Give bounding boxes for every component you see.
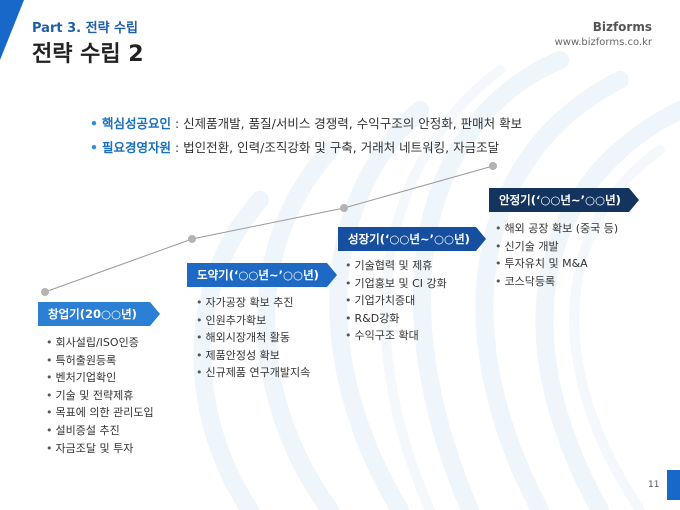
timeline-dot [188, 235, 196, 243]
corner-accent-triangle [0, 0, 24, 60]
key-point-item: • 필요경영자원 : 법인전환, 인력/조직강화 및 구축, 거래처 네트워킹,… [90, 137, 522, 156]
stage-item: 해외 공장 확보 (중국 등) [495, 220, 619, 238]
stage-item: 수익구조 확대 [345, 327, 447, 345]
stage-item: 특허출원등록 [46, 352, 154, 370]
stage-item: 자가공장 확보 추진 [196, 294, 310, 312]
stage-label-startup: 창업기(20○○년) [38, 302, 160, 326]
timeline-dot [340, 204, 348, 212]
key-point-item: • 핵심성공요인 : 신제품개발, 품질/서비스 경쟁력, 수익구조의 안정화,… [90, 113, 522, 132]
timeline-dot [489, 162, 497, 170]
stage-item: 기업홍보 및 CI 강화 [345, 275, 447, 293]
page-number-accent-bar [667, 470, 680, 500]
stage-item: 설비증설 추진 [46, 422, 154, 440]
stage-item: 기술 및 전략제휴 [46, 387, 154, 405]
stage-item: 해외시장개척 활동 [196, 329, 310, 347]
stage-item: R&D강화 [345, 310, 447, 328]
stage-item: 제품안정성 확보 [196, 347, 310, 365]
bullet-icon: • [90, 140, 98, 155]
stage-item: 벤처기업확인 [46, 369, 154, 387]
page-number: 11 [648, 480, 660, 490]
stage-item: 투자유치 및 M&A [495, 255, 618, 273]
stage-label-leap: 도약기(‘○○년~’○○년) [187, 263, 337, 287]
brand-block: Bizforms www.bizforms.co.kr [555, 20, 652, 48]
stage-item: 신규제품 연구개발지속 [196, 364, 311, 382]
key-point-text: : 신제품개발, 품질/서비스 경쟁력, 수익구조의 안정화, 판매처 확보 [171, 116, 523, 131]
key-point-title: 핵심성공요인 [101, 116, 171, 131]
section-label: Part 3. 전략 수립 [32, 21, 138, 36]
stage-item: 목표에 의한 관리도입 [46, 404, 154, 422]
timeline-dot [41, 288, 49, 296]
stage-items-stable: 해외 공장 확보 (중국 등) 신기술 개발 투자유치 및 M&A 코스닥등록 [495, 220, 619, 291]
key-points-list: • 핵심성공요인 : 신제품개발, 품질/서비스 경쟁력, 수익구조의 안정화,… [90, 113, 522, 161]
brand-name: Bizforms [592, 20, 652, 34]
stage-item: 인원추가확보 [196, 312, 310, 330]
stage-item: 신기술 개발 [495, 238, 618, 256]
stage-items-growth: 기술협력 및 제휴 기업홍보 및 CI 강화 기업가치증대 R&D강화 수익구조… [345, 257, 447, 345]
key-point-text: : 법인전환, 인력/조직강화 및 구축, 거래처 네트워킹, 자금조달 [171, 140, 500, 155]
stage-item: 코스닥등록 [495, 273, 618, 291]
stage-item: 자금조달 및 투자 [46, 440, 154, 458]
stage-item: 회사설립/ISO인증 [46, 334, 154, 352]
bullet-icon: • [90, 116, 98, 131]
stage-item: 기업가치증대 [345, 292, 447, 310]
stage-item: 기술협력 및 제휴 [345, 257, 447, 275]
key-point-title: 필요경영자원 [101, 140, 171, 155]
stage-items-startup: 회사설립/ISO인증 특허출원등록 벤처기업확인 기술 및 전략제휴 목표에 의… [46, 334, 154, 457]
brand-url: www.bizforms.co.kr [554, 37, 652, 48]
stage-items-leap: 자가공장 확보 추진 인원추가확보 해외시장개척 활동 제품안정성 확보 신규제… [196, 294, 311, 382]
page-title: 전략 수립 2 [32, 42, 144, 67]
stage-label-growth: 성장기(‘○○년~’○○년) [338, 227, 486, 251]
stage-label-stable: 안정기(‘○○년~’○○년) [489, 188, 639, 212]
timeline-line [44, 165, 494, 293]
